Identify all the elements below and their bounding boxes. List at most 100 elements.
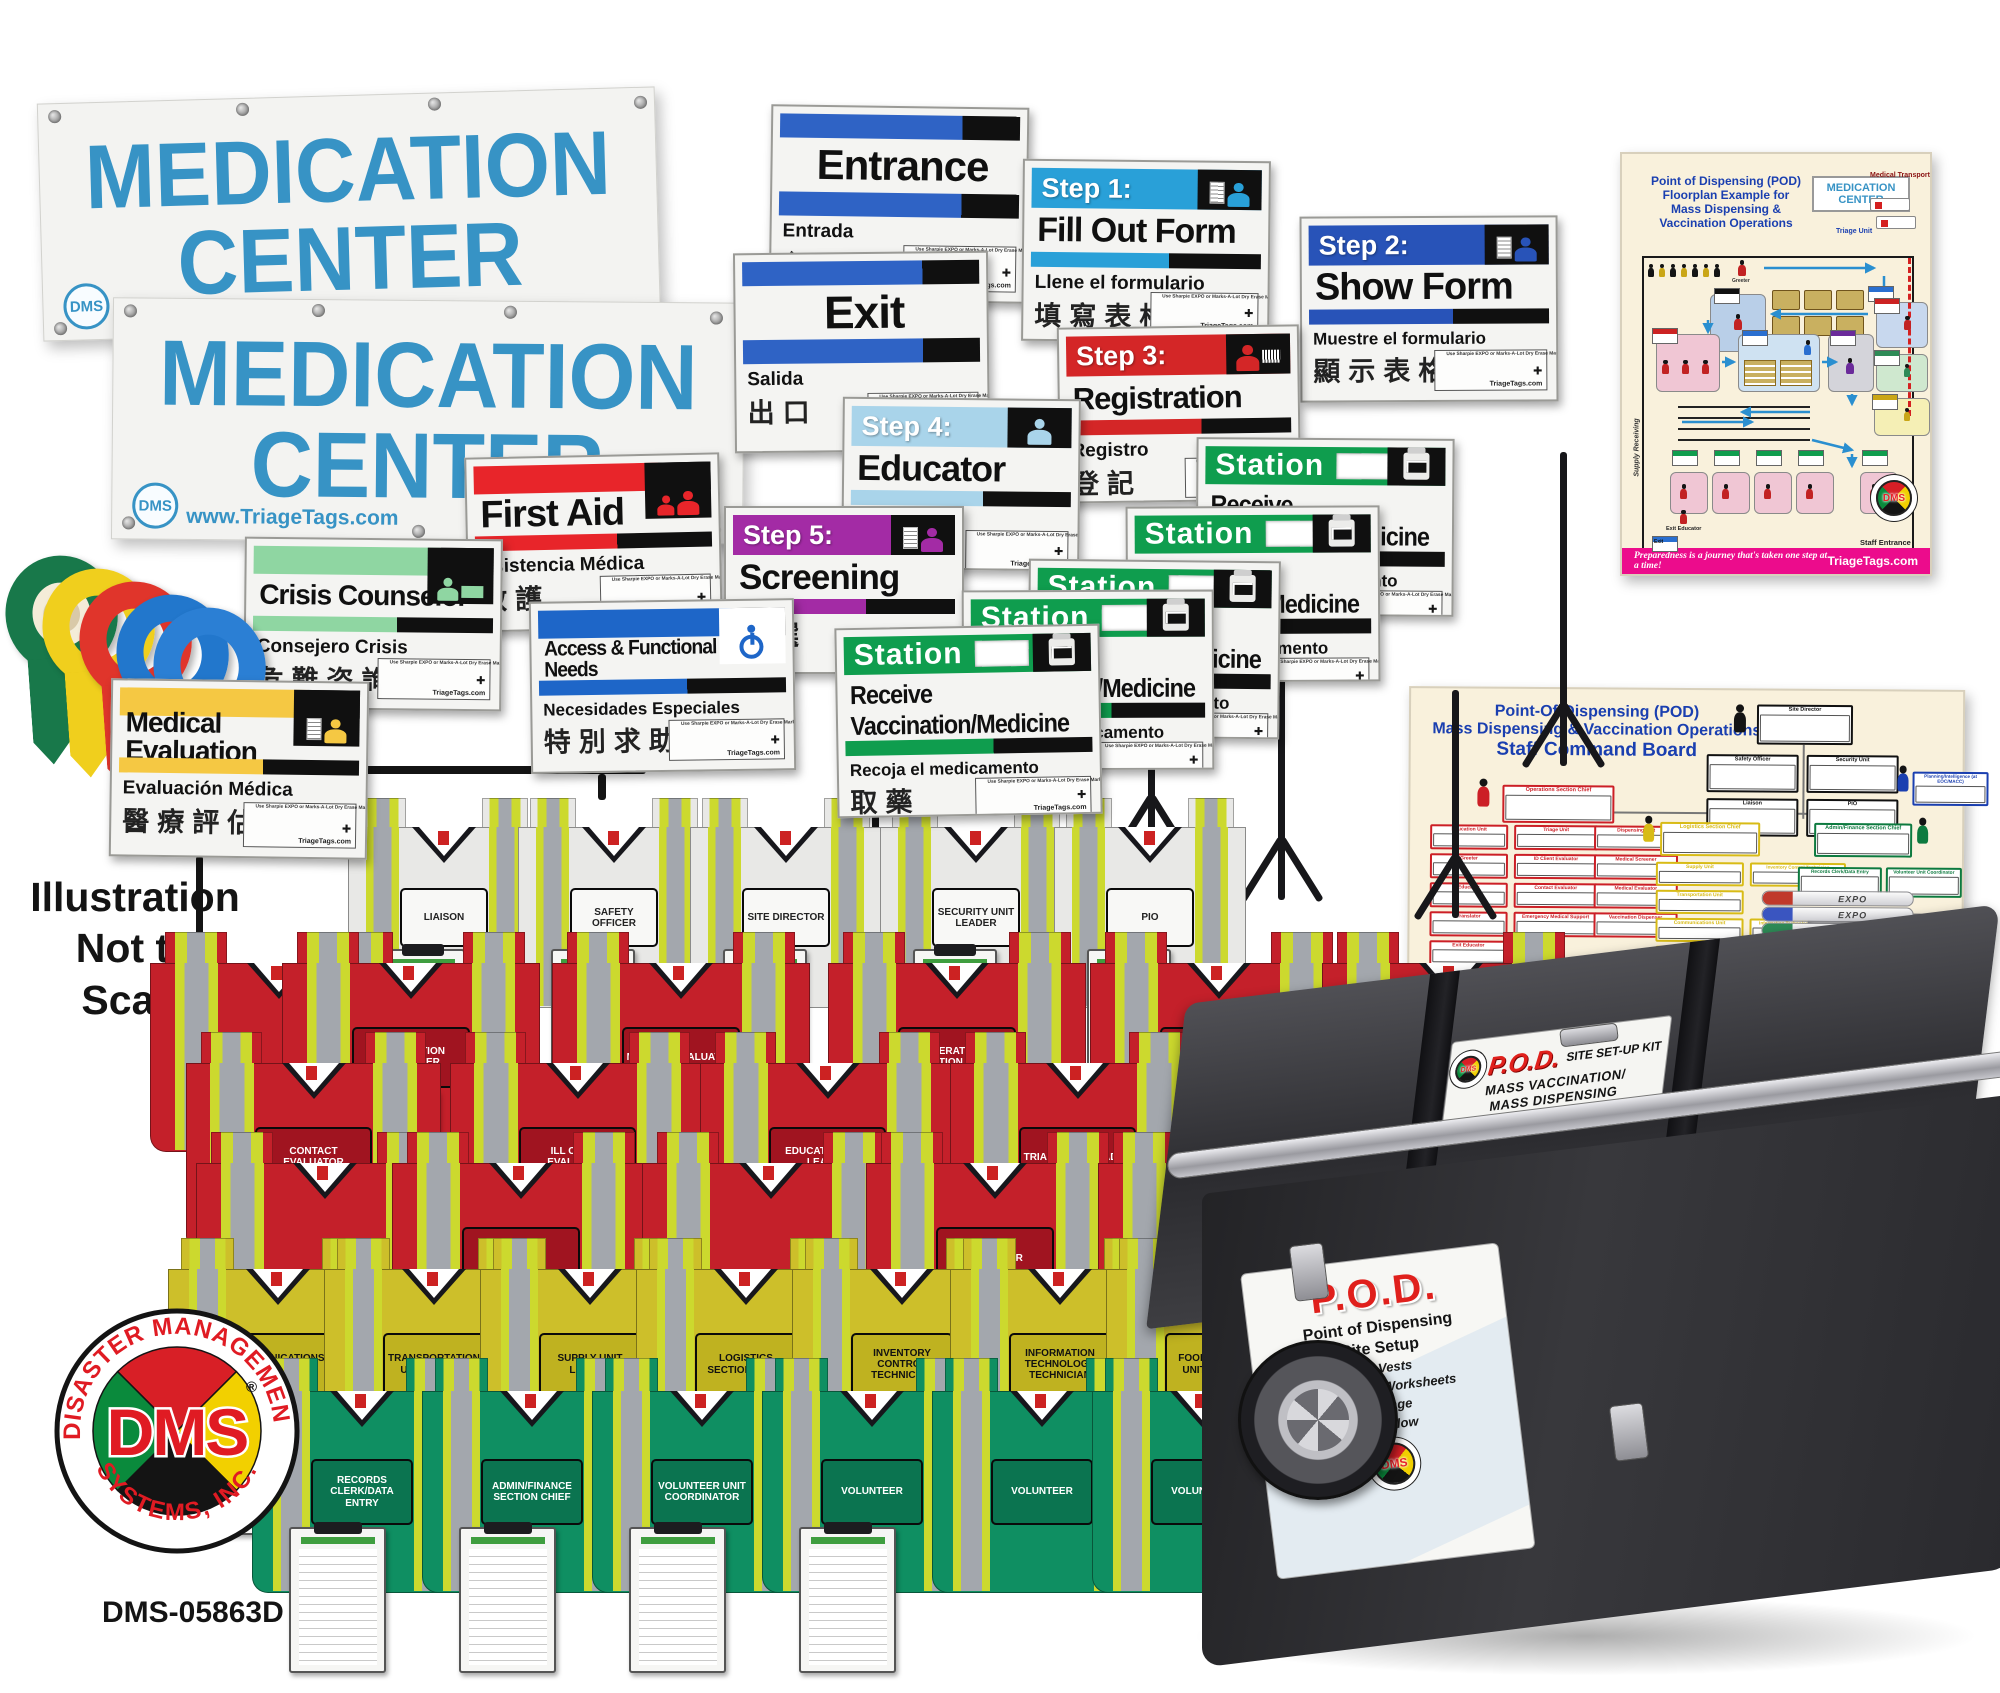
vest-role-label: VOLUNTEER: [991, 1459, 1093, 1525]
table-with-chairs: [1772, 290, 1800, 310]
label-medical-transport: Medical Transport: [1870, 172, 1930, 179]
pod-floorplan-poster: Point of Dispensing (POD)Floorplan Examp…: [1620, 152, 1932, 576]
dms-logo-small: DMS: [1453, 1054, 1483, 1085]
floorplan-zone: [1796, 472, 1834, 514]
org-box: Transportation Unit: [1655, 889, 1744, 915]
person-icon: [1904, 316, 1911, 330]
floorplan-mini-sign: [1714, 450, 1740, 466]
station-number-blank: [974, 639, 1029, 667]
sign-stand: [1222, 676, 1342, 922]
person-icon: [1680, 484, 1688, 499]
org-box: Admin/Finance Section Chief: [1814, 822, 1913, 858]
vest-role-label: RECORDS CLERK/DATA ENTRY: [311, 1459, 413, 1525]
product-code: DMS-05863D: [102, 1596, 284, 1629]
write-in-blank: [1517, 834, 1596, 848]
floorplan-title: Point of Dispensing (POD)Floorplan Examp…: [1651, 174, 1801, 230]
person-icon: [1846, 358, 1854, 374]
dry-erase-box: Use Sharpie EXPO or Marks-A-Lot Dry Eras…: [1093, 741, 1214, 771]
floorplan-zone: [1754, 472, 1792, 514]
case-wheel: [1238, 1340, 1398, 1500]
person-icon: [1734, 314, 1742, 330]
vest-volunteer: VOLUNTEER: [762, 1358, 982, 1673]
table-with-chairs: [1836, 290, 1864, 310]
write-in-blank: [1505, 794, 1612, 821]
floorplan-zone: [1876, 354, 1928, 392]
write-in-blank: [1809, 764, 1896, 791]
person-icon: [1703, 264, 1710, 277]
grommet: [709, 311, 723, 325]
person-icon: [1916, 817, 1929, 844]
floorplan-mini-sign: [1874, 350, 1900, 366]
dry-erase-box: Use Sharpie EXPO or Marks-A-Lot Dry Eras…: [1434, 348, 1558, 391]
floorplan-footer: Preparedness is a journey that's taken o…: [1622, 548, 1930, 574]
label-greeter: Greeter: [1732, 278, 1750, 284]
dms-logo-blue: DMS: [62, 282, 111, 330]
vest-role-label: ADMIN/FINANCE SECTION CHIEF: [481, 1459, 583, 1525]
ambulance-icon: [1870, 198, 1910, 211]
write-in-blank: [1663, 831, 1758, 854]
vest-records-clerk-data-entry: RECORDS CLERK/DATA ENTRY: [252, 1358, 472, 1673]
case-latch: [1608, 1402, 1650, 1462]
org-box: Security Unit: [1806, 754, 1899, 794]
grommet: [503, 305, 518, 319]
dms-logo: DISASTER MANAGEMENT SYSTEMS, INC. DMS ®: [52, 1306, 300, 1554]
write-in-blank: [1516, 892, 1595, 906]
label-triage-unit: Triage Unit: [1836, 228, 1873, 235]
write-in-blank: [1759, 714, 1850, 743]
grommet: [235, 102, 250, 117]
person-icon: [1642, 815, 1655, 842]
dms-logo-blue: DMS: [132, 482, 179, 529]
org-box: Operations Section Chief: [1502, 784, 1615, 824]
dry-erase-box: Use Sharpie EXPO or Marks-A-Lot Dry Eras…: [974, 775, 1103, 816]
floorplan-mini-sign: [1872, 394, 1898, 410]
label-exit-educator: Exit Educator: [1666, 526, 1702, 532]
floorplan-zone: [1712, 472, 1750, 514]
person-icon: [1764, 484, 1772, 499]
grommet: [427, 97, 442, 111]
person-icon: [1659, 264, 1666, 277]
grommet: [311, 303, 326, 318]
grommet: [122, 516, 136, 530]
flow-arrows: [1682, 262, 1890, 469]
person-icon: [1662, 360, 1669, 374]
grommet: [123, 304, 138, 318]
floorplan-zone: [1670, 472, 1708, 514]
table-with-chairs: [1804, 290, 1832, 310]
person-icon: [1714, 264, 1721, 277]
person-icon: [1870, 484, 1878, 499]
floorplan-mini-sign: [1672, 450, 1698, 466]
vest-role-label: VOLUNTEER: [821, 1459, 923, 1525]
person-icon: [1896, 765, 1909, 792]
floorplan-mini-sign: [1652, 536, 1678, 552]
person-icon: [1804, 340, 1812, 355]
floorplan-mini-sign: [1756, 450, 1782, 466]
person-icon: [1692, 264, 1699, 277]
grommet: [411, 524, 426, 538]
label-staff-entrance: Staff Entrance: [1860, 538, 1911, 547]
grommet: [633, 95, 648, 109]
org-box: Supply Unit: [1655, 861, 1744, 887]
org-box: Contact Evaluator: [1513, 882, 1598, 909]
ambulance-icon: [1876, 216, 1916, 229]
write-in-blank: [1658, 871, 1741, 884]
website-url: www.TriageTags.com: [186, 504, 399, 530]
write-in-blank: [1516, 863, 1595, 877]
write-in-blank: [1817, 832, 1910, 855]
clipboard: [799, 1522, 897, 1673]
floorplan-mini-sign: [1874, 298, 1900, 314]
person-icon: [1722, 484, 1730, 499]
person-icon: [1681, 264, 1688, 277]
person-icon: [1738, 260, 1746, 276]
station-number-blank: [1336, 453, 1391, 480]
registered-mark: ®: [246, 1379, 257, 1396]
floorplan-mini-sign: [1742, 330, 1768, 346]
sign-stand: [1396, 690, 1516, 940]
case-latch: [1288, 1242, 1330, 1302]
clipboard: [289, 1522, 387, 1673]
logo-abbr: DMS: [107, 1395, 248, 1469]
